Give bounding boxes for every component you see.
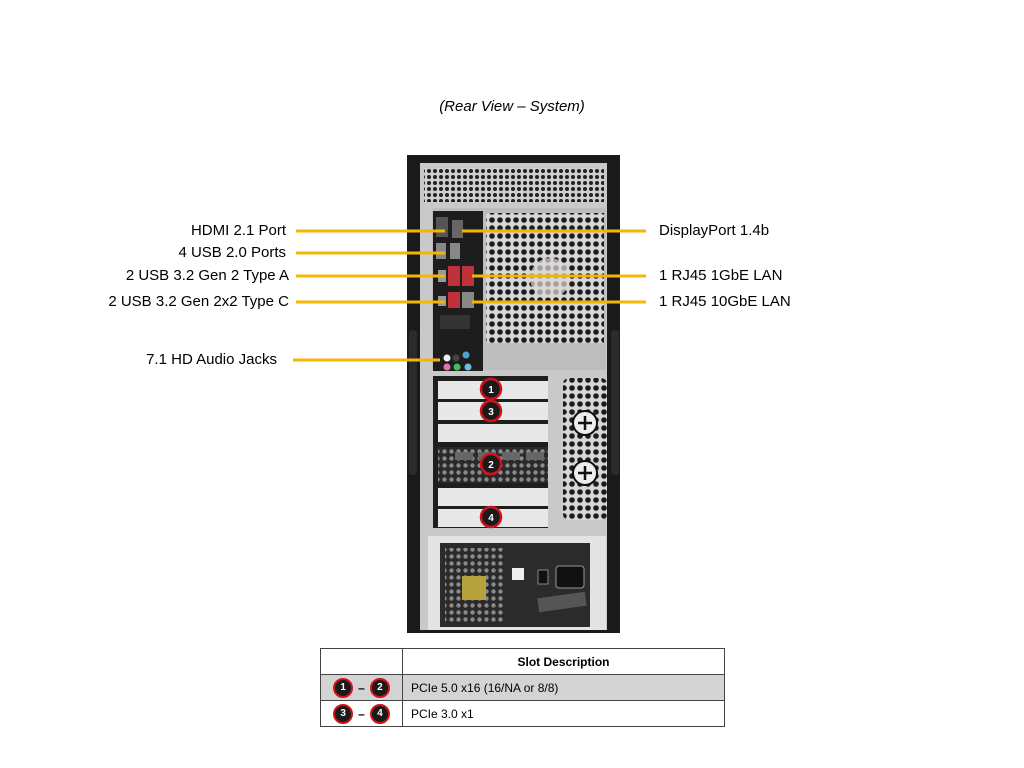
power-supply (428, 536, 606, 630)
slot-description-cell: PCIe 5.0 x16 (16/NA or 8/8) (402, 674, 725, 701)
slot-badges: 1 3 2 4 (479, 377, 503, 529)
slot-badge-4-label: 4 (488, 513, 494, 524)
slot-badge-3-icon: 3 (333, 703, 354, 724)
slot-badge-1: 1 (479, 377, 503, 401)
slot-description-cell: PCIe 3.0 x1 (402, 700, 725, 727)
rear-fan-grille (486, 213, 604, 343)
callout-usb32a: 2 USB 3.2 Gen 2 Type A (125, 267, 289, 284)
callout-usb32c: 2 USB 3.2 Gen 2x2 Type C (108, 293, 289, 310)
table-header-empty (320, 648, 403, 675)
table-header-row: Slot Description (320, 648, 725, 675)
rear-view-diagram: 1 3 2 4 (293, 155, 646, 633)
callout-hdmi: HDMI 2.1 Port (190, 222, 286, 239)
slot-range-cell: 3–4 (320, 700, 403, 727)
callout-lan1g: 1 RJ45 1GbE LAN (659, 267, 783, 284)
callout-dp: DisplayPort 1.4b (659, 222, 770, 239)
slot-badge-4: 4 (479, 505, 503, 529)
slot-badge-3-label: 3 (488, 407, 494, 418)
io-shield (433, 211, 483, 371)
callout-audio: 7.1 HD Audio Jacks (146, 351, 277, 368)
range-dash: – (358, 706, 365, 721)
callout-usb20: 4 USB 2.0 Ports (178, 244, 286, 261)
slot-description-table: Slot Description 1–2 PCIe 5.0 x16 (16/NA… (320, 648, 725, 727)
slot-badge-3: 3 (479, 399, 503, 423)
table-header-slot-description: Slot Description (402, 648, 725, 675)
slot-badge-1-icon: 1 (333, 677, 354, 698)
table-row: 1–2 PCIe 5.0 x16 (16/NA or 8/8) (320, 674, 725, 701)
side-vent (563, 378, 607, 520)
slot-range-cell: 1–2 (320, 674, 403, 701)
slot-badge-2-icon: 2 (369, 677, 390, 698)
table-row: 3–4 PCIe 3.0 x1 (320, 700, 725, 727)
slot-badge-4-icon: 4 (369, 703, 390, 724)
callout-leader-lines (293, 229, 646, 362)
callout-lan10g: 1 RJ45 10GbE LAN (659, 293, 791, 310)
range-dash: – (358, 680, 365, 695)
slot-badge-2-label: 2 (488, 460, 494, 471)
figure-caption: (Rear View – System) (439, 98, 585, 115)
slot-badge-1-label: 1 (488, 385, 494, 396)
slot-badge-2: 2 (479, 452, 503, 476)
